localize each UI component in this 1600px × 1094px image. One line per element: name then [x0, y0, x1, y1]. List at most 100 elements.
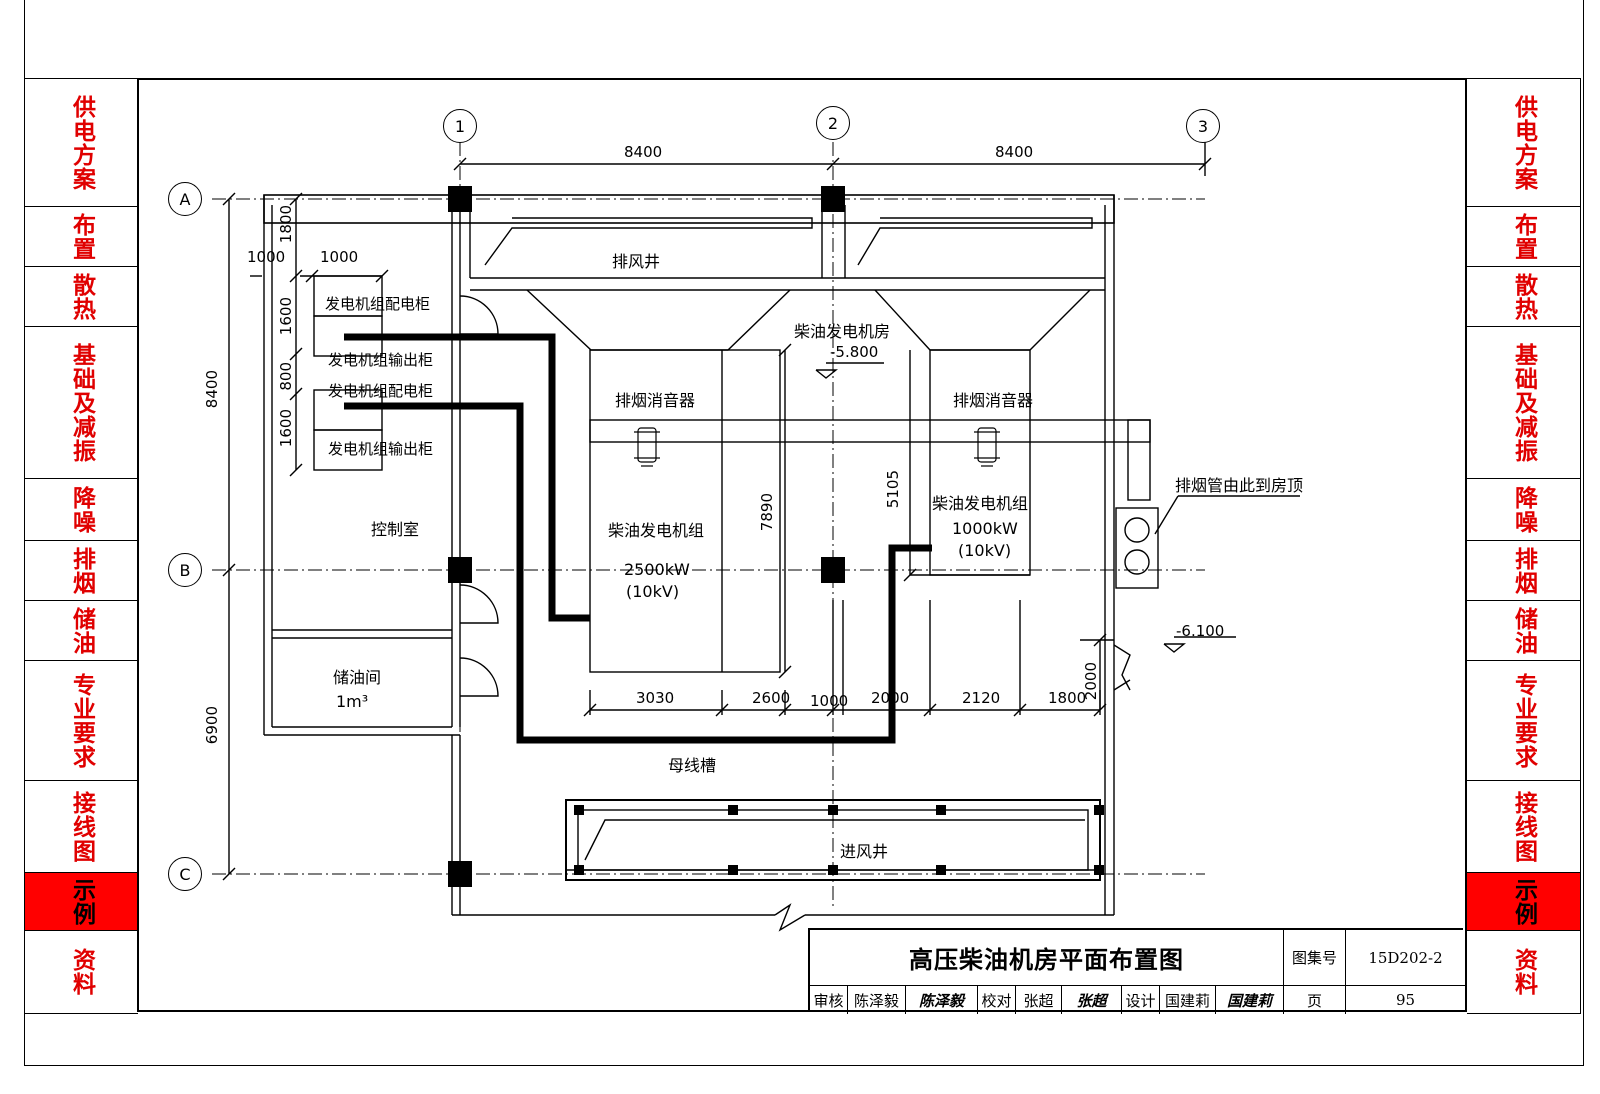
dim-2120: 2120: [962, 689, 1001, 707]
sidebar-item-foundation[interactable]: 基础及减振: [25, 327, 138, 479]
sidebar-item-label: 接线图: [1510, 790, 1537, 863]
axis-bubble-1: 1: [443, 109, 477, 143]
dim-5105: 5105: [884, 470, 902, 509]
dim-1600-a: 1600: [277, 297, 295, 336]
drawing-area: [137, 78, 1467, 1012]
label-gen2-name: 柴油发电机组: [932, 494, 1029, 513]
sidebar-item-data[interactable]: 资料: [25, 931, 138, 1013]
sidebar-item-label: 示例: [68, 877, 95, 926]
sidebar-item-label: 基础及减振: [68, 342, 95, 463]
dim-6900-vertical: 6900: [203, 706, 221, 745]
sidebar-item-label: 储油: [1510, 606, 1537, 655]
label-flue-note: 排烟管由此到房顶: [1175, 476, 1304, 495]
sidebar-item-noise[interactable]: 降噪: [1467, 479, 1580, 541]
sidebar-item-heat[interactable]: 散热: [25, 267, 138, 327]
sidebar-item-example[interactable]: 示例: [25, 873, 138, 931]
check-label: 校对: [978, 986, 1016, 1014]
label-oil-room: 储油间: [333, 668, 382, 687]
reviewer-name: 陈泽毅: [848, 986, 906, 1014]
sidebar-item-label: 储油: [68, 606, 95, 655]
sidebar-item-requirements[interactable]: 专业要求: [25, 661, 138, 781]
axis-bubble-c: C: [168, 857, 202, 891]
label-gen1-name: 柴油发电机组: [608, 521, 705, 540]
label-muffler-2: 排烟消音器: [953, 391, 1034, 410]
sidebar-item-heat[interactable]: 散热: [1467, 267, 1580, 327]
sidebar-item-label: 接线图: [68, 790, 95, 863]
axis-bubble-b: B: [168, 553, 202, 587]
sidebar-item-label: 专业要求: [1510, 672, 1537, 769]
sidebar-item-noise[interactable]: 降噪: [25, 479, 138, 541]
sidebar-item-oil[interactable]: 储油: [25, 601, 138, 661]
sidebar-item-label: 散热: [1510, 272, 1537, 321]
sidebar-item-requirements[interactable]: 专业要求: [1467, 661, 1580, 781]
label-engine-room: 柴油发电机房: [794, 322, 891, 341]
dim-2000: 2000: [871, 689, 910, 707]
sidebar-item-label: 布置: [68, 212, 95, 261]
atlas-label: 图集号: [1284, 930, 1346, 986]
sidebar-item-label: 布置: [1510, 212, 1537, 261]
busway-lines: [344, 333, 932, 744]
designer-signature: 国建莉: [1216, 986, 1284, 1014]
checker-signature: 张超: [1062, 986, 1122, 1014]
dim-1000: 1000: [810, 692, 849, 710]
sidebar-item-label: 排烟: [1510, 546, 1537, 595]
left-sidebar: 供电方案 布置 散热 基础及减振 降噪 排烟 储油 专业要求 接线图 示例 资料: [24, 78, 138, 1014]
sidebar-item-label: 基础及减振: [1510, 342, 1537, 463]
label-oil-volume: 1m³: [336, 692, 369, 711]
dim-left-1000-2: 1000: [320, 248, 359, 266]
sidebar-item-exhaust[interactable]: 排烟: [1467, 541, 1580, 601]
dim-800: 800: [277, 362, 295, 391]
sidebar-item-label: 供电方案: [68, 94, 95, 191]
page-number: 95: [1395, 991, 1416, 1009]
design-label: 设计: [1122, 986, 1160, 1014]
sidebar-item-layout[interactable]: 布置: [1467, 207, 1580, 267]
label-intake-shaft: 进风井: [840, 842, 889, 861]
right-sidebar: 供电方案 布置 散热 基础及减振 降噪 排烟 储油 专业要求 接线图 示例 资料: [1467, 78, 1581, 1014]
sidebar-item-wiring[interactable]: 接线图: [25, 781, 138, 873]
drawing-title: 高压柴油机房平面布置图: [810, 930, 1284, 986]
dim-top-8400-2: 8400: [995, 143, 1034, 161]
sidebar-item-power-scheme[interactable]: 供电方案: [1467, 79, 1580, 207]
dim-left-1000-1: 1000: [247, 248, 286, 266]
sidebar-item-label: 降噪: [68, 485, 95, 534]
title-block: 高压柴油机房平面布置图 图集号 15D202-2 审核 陈泽毅 陈泽毅 校对 张…: [808, 928, 1465, 1014]
sidebar-item-label: 资料: [1510, 948, 1537, 996]
sidebar-item-label: 降噪: [1510, 485, 1537, 534]
sidebar-item-power-scheme[interactable]: 供电方案: [25, 79, 138, 207]
axis-bubble-3: 3: [1186, 109, 1220, 143]
sidebar-item-exhaust[interactable]: 排烟: [25, 541, 138, 601]
sidebar-item-layout[interactable]: 布置: [25, 207, 138, 267]
axis-bubble-2: 2: [816, 106, 850, 140]
label-busway: 母线槽: [668, 756, 717, 775]
label-cabinet-out-2: 发电机组输出柜: [328, 440, 434, 458]
sidebar-item-oil[interactable]: 储油: [1467, 601, 1580, 661]
label-gen2-power: 1000kW: [952, 519, 1018, 538]
dim-3030: 3030: [636, 689, 675, 707]
dim-1800: 1800: [277, 205, 295, 244]
sidebar-item-foundation[interactable]: 基础及减振: [1467, 327, 1580, 479]
sidebar-item-label: 供电方案: [1510, 94, 1537, 191]
label-control-room: 控制室: [371, 520, 420, 539]
label-gen1-volt: (10kV): [626, 582, 680, 601]
sidebar-item-wiring[interactable]: 接线图: [1467, 781, 1580, 873]
checker-name: 张超: [1016, 986, 1062, 1014]
dim-1800: 1800: [1048, 689, 1087, 707]
label-gen1-power: 2500kW: [624, 560, 690, 579]
page-label: 页: [1284, 986, 1346, 1014]
axis-bubble-a: A: [168, 182, 202, 216]
sidebar-item-label: 示例: [1510, 877, 1537, 926]
label-cabinet-dist-1: 发电机组配电柜: [325, 295, 431, 313]
label-cabinet-dist-2: 发电机组配电柜: [328, 382, 434, 400]
sidebar-item-label: 排烟: [68, 546, 95, 595]
label-cabinet-out-1: 发电机组输出柜: [328, 351, 434, 369]
atlas-number: 15D202-2: [1346, 930, 1465, 986]
label-muffler-1: 排烟消音器: [615, 391, 696, 410]
designer-name: 国建莉: [1160, 986, 1216, 1014]
dim-2600: 2600: [752, 689, 791, 707]
review-label: 审核: [810, 986, 848, 1014]
sidebar-item-label: 散热: [68, 272, 95, 321]
sidebar-item-data[interactable]: 资料: [1467, 931, 1580, 1013]
sidebar-item-example[interactable]: 示例: [1467, 873, 1580, 931]
sidebar-item-label: 专业要求: [68, 672, 95, 769]
